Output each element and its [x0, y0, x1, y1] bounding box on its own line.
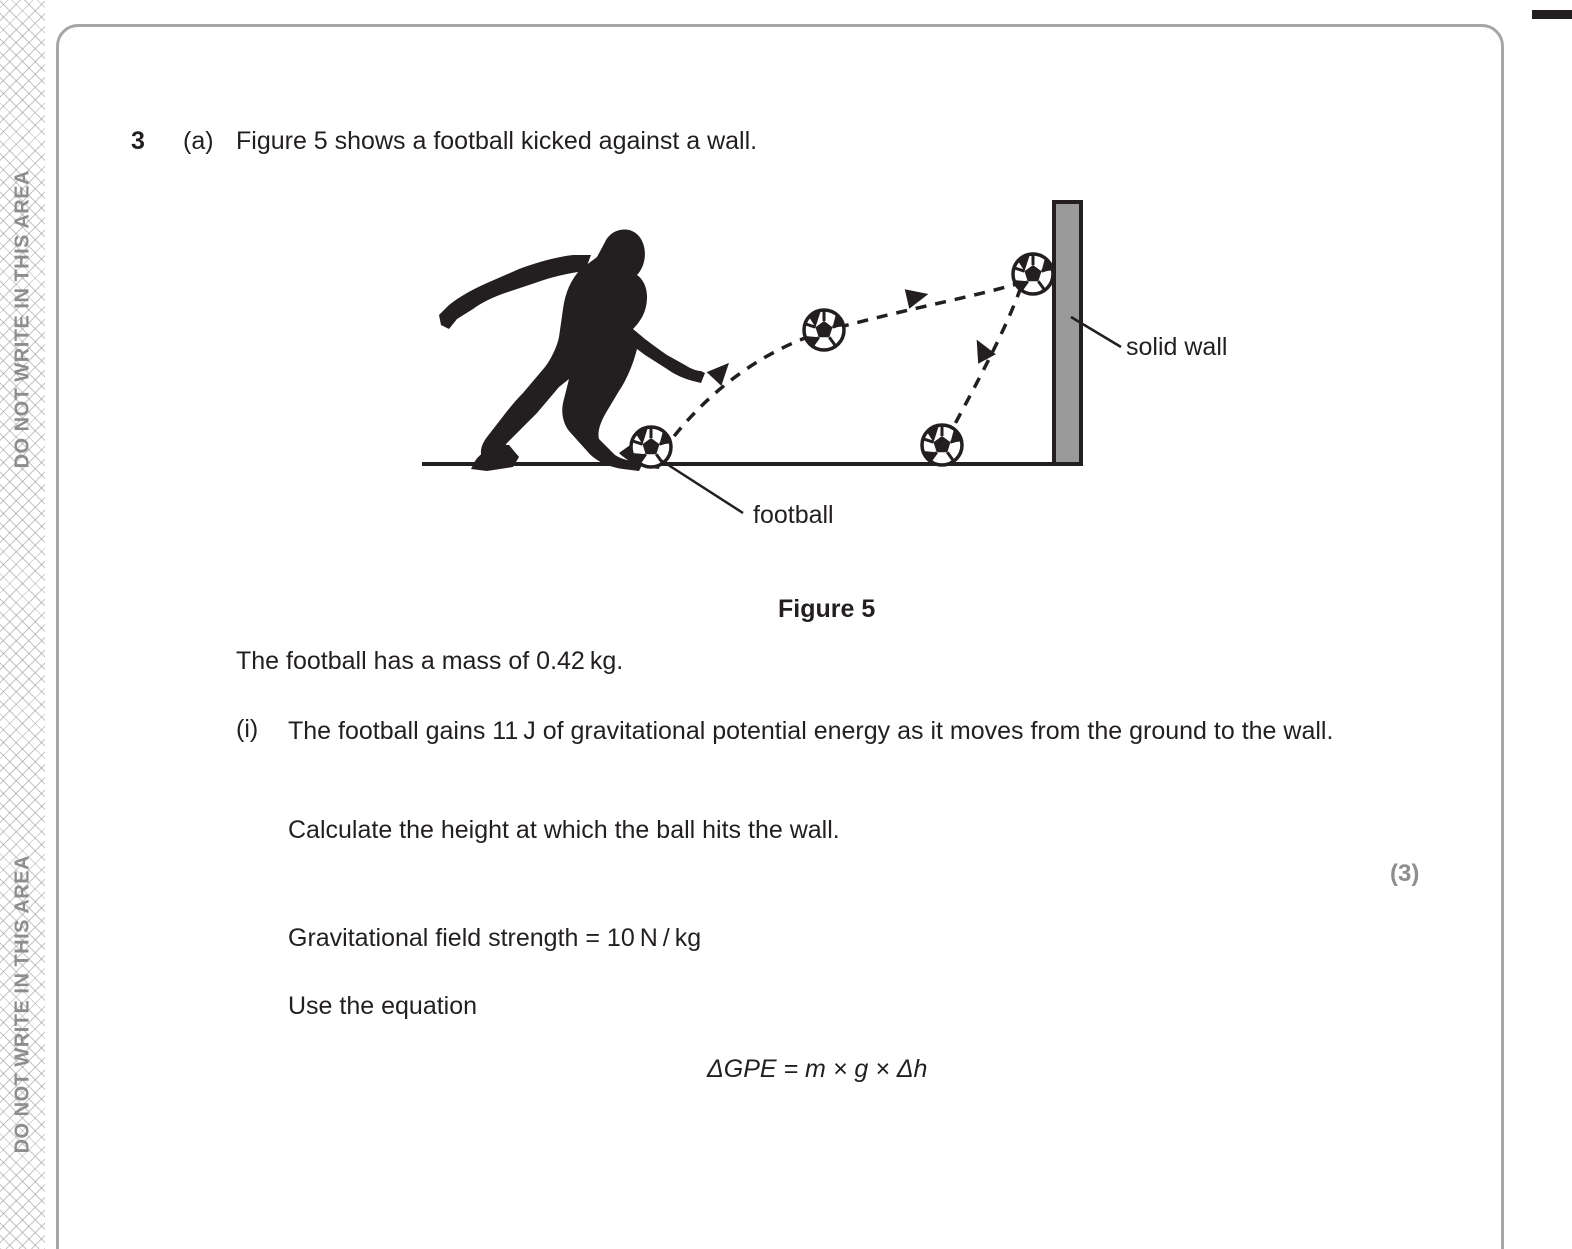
solid-wall-leader-line	[1070, 315, 1122, 349]
trajectory-arrowhead-3	[976, 339, 996, 364]
subpart-label: (i)	[236, 715, 259, 743]
football-leader-line	[658, 457, 744, 515]
question-part-label: (a)	[183, 127, 214, 155]
calculate-instruction: Calculate the height at which the ball h…	[288, 816, 840, 844]
figure-5-diagram	[409, 187, 1289, 547]
football-4	[920, 423, 964, 467]
registration-bar	[1532, 10, 1572, 19]
trajectory-arrowhead-1	[706, 362, 730, 386]
mass-statement: The football has a mass of 0.42 kg.	[236, 647, 624, 675]
solid-wall-shape	[1052, 200, 1083, 466]
subpart-body: The football gains 11 J of gravitational…	[288, 717, 1334, 745]
solid-wall-label: solid wall	[1126, 333, 1228, 361]
do-not-write-label-bottom: DO NOT WRITE IN THIS AREA	[11, 855, 33, 1154]
do-not-write-strip: DO NOT WRITE IN THIS AREA DO NOT WRITE I…	[0, 0, 45, 1249]
figure-caption: Figure 5	[778, 595, 876, 623]
trajectory-incoming	[660, 278, 1030, 454]
trajectory-rebound	[945, 286, 1023, 440]
football-2	[802, 308, 846, 352]
question-number: 3	[131, 127, 145, 155]
gpe-equation: ΔGPE = m × g × Δh	[707, 1055, 928, 1083]
trajectory-arrowhead-2	[904, 289, 929, 309]
use-equation-label: Use the equation	[288, 992, 478, 1020]
question-frame: 3 (a) Figure 5 shows a football kicked a…	[56, 24, 1504, 1249]
football-1	[629, 425, 673, 469]
football-3	[1011, 252, 1055, 296]
do-not-write-label-top: DO NOT WRITE IN THIS AREA	[11, 170, 33, 469]
given-gravitational-field-strength: Gravitational field strength = 10 N / kg	[288, 924, 702, 952]
marks-allocation: (3)	[1390, 860, 1420, 887]
question-stem: Figure 5 shows a football kicked against…	[236, 127, 758, 155]
football-label: football	[753, 501, 834, 529]
